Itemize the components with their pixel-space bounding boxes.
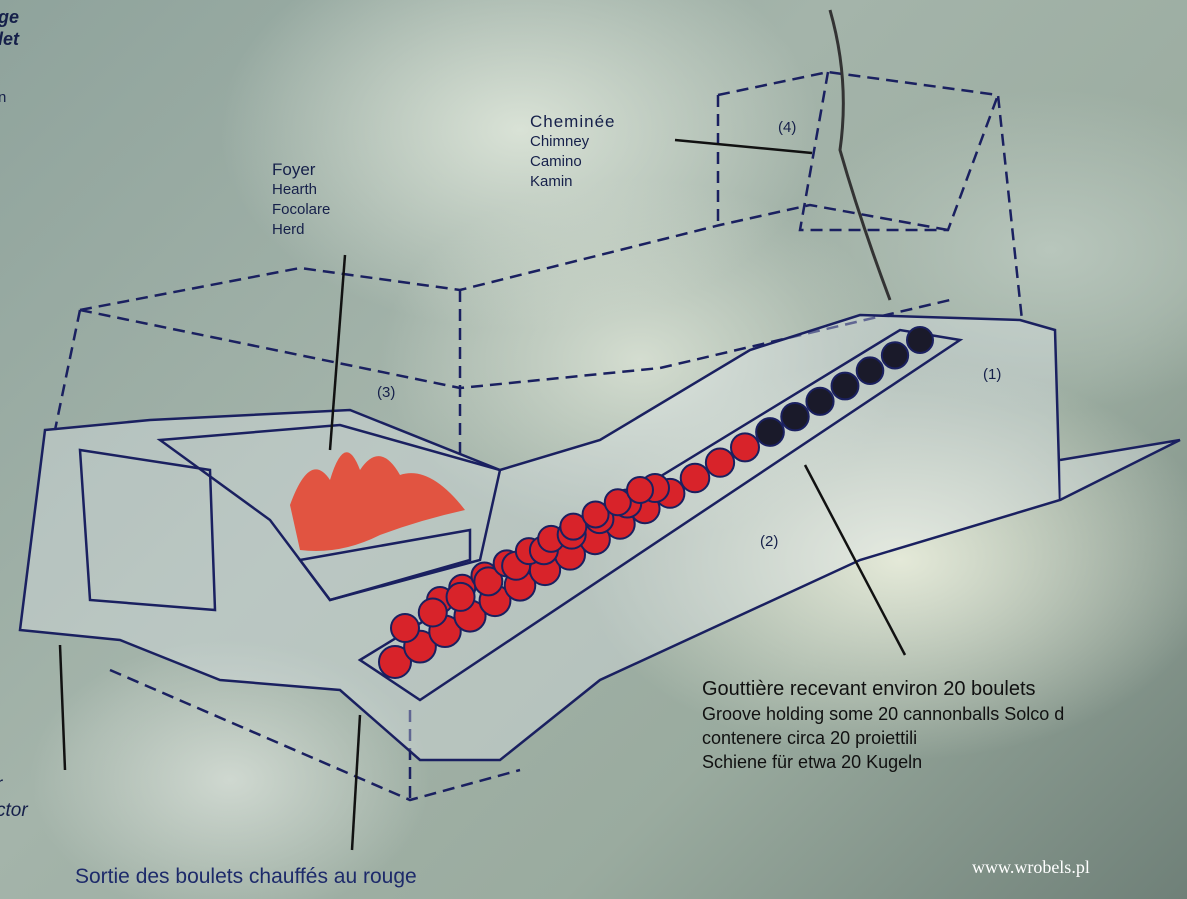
flames — [290, 452, 465, 551]
cannonball — [378, 645, 412, 679]
smoke-line — [828, 9, 892, 301]
cannonball — [830, 371, 860, 401]
cannonball — [805, 386, 835, 416]
cannonball — [473, 566, 504, 597]
marker-4: (4) — [778, 119, 797, 136]
groove-label: Gouttière recevant environ 20 boulets Gr… — [702, 678, 1065, 772]
marker-1: (1) — [983, 366, 1002, 383]
cannonball — [559, 512, 588, 541]
cannonball — [780, 401, 810, 432]
dashed-outline — [53, 70, 1024, 802]
cannonball — [704, 447, 736, 478]
watermark: www.wrobels.pl — [972, 857, 1090, 877]
cannonball — [581, 500, 610, 529]
cannonball — [880, 341, 910, 370]
cannonball — [445, 581, 476, 612]
pointer-arrows — [58, 138, 907, 851]
exit-label: Sortie des boulets chauffés au rouge — [75, 865, 417, 888]
marker-3: (3) — [377, 384, 396, 401]
corner-text-bottom: rctor — [0, 774, 28, 821]
cannonball — [855, 356, 885, 385]
cannonball — [679, 462, 711, 494]
marker-2: (2) — [760, 533, 779, 550]
cannonball — [730, 432, 760, 463]
cannonball-group — [378, 326, 934, 679]
cannonball — [390, 613, 420, 643]
corner-text-mid: n — [0, 89, 7, 106]
cannonball — [906, 326, 934, 354]
cannonball — [755, 417, 785, 447]
cannonball — [603, 488, 632, 517]
cannonball — [417, 597, 448, 628]
cannonball — [626, 476, 654, 504]
